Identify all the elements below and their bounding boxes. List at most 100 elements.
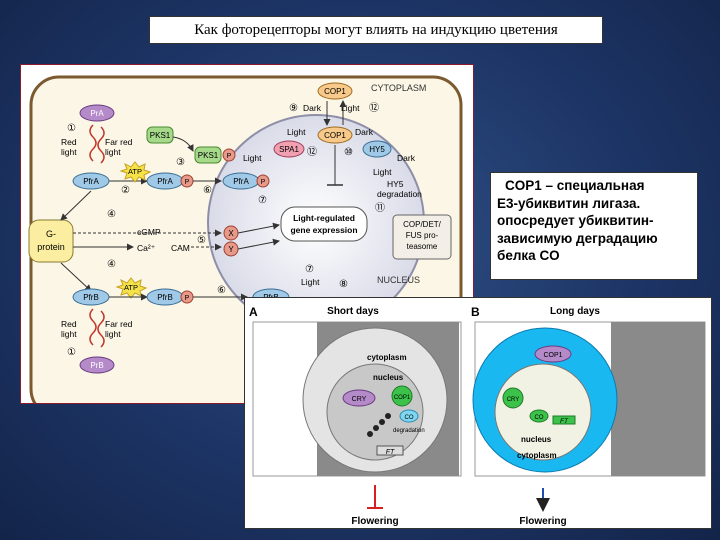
svg-text:Red: Red: [61, 319, 77, 329]
svg-text:PrB: PrB: [90, 361, 103, 370]
co-short: [399, 409, 419, 423]
svg-text:HY5: HY5: [369, 145, 385, 154]
svg-text:light: light: [105, 147, 121, 157]
svg-text:CRY: CRY: [352, 396, 367, 403]
svg-text:PKS1: PKS1: [150, 131, 171, 140]
svg-text:⑨: ⑨: [289, 103, 298, 114]
svg-text:Light: Light: [373, 167, 392, 177]
svg-text:PfrA: PfrA: [83, 177, 99, 186]
svg-text:cytoplasm: cytoplasm: [367, 353, 407, 362]
hy5-node: [362, 140, 392, 158]
svg-text:①: ①: [67, 347, 76, 358]
svg-text:CAM: CAM: [171, 243, 190, 253]
prb-node: [79, 356, 115, 374]
cop1-note: COP1 – специальная Е3-убиквитин лигаза. …: [490, 172, 698, 280]
svg-text:cytoplasm: cytoplasm: [517, 451, 557, 460]
svg-text:light: light: [105, 329, 121, 339]
svg-text:Dark: Dark: [397, 153, 416, 163]
co-long: [529, 409, 549, 423]
cop1-long: [534, 345, 572, 363]
svg-text:ATP: ATP: [128, 167, 142, 176]
svg-text:⑦: ⑦: [258, 195, 267, 206]
svg-text:Ca²⁺: Ca²⁺: [137, 243, 156, 253]
atp-burst-a: [119, 161, 152, 183]
svg-text:COP1: COP1: [324, 87, 346, 96]
svg-text:⑩: ⑩: [344, 147, 353, 158]
svg-text:Light: Light: [301, 277, 320, 287]
svg-text:COP1: COP1: [394, 395, 411, 401]
svg-text:X: X: [228, 229, 234, 238]
svg-text:⑧: ⑧: [339, 279, 348, 290]
svg-text:P: P: [261, 179, 266, 186]
svg-text:degradation: degradation: [377, 189, 422, 199]
svg-text:FUS pro-: FUS pro-: [406, 231, 439, 240]
day-length-diagram: A Short days cytoplasm nucleus CRY COP1 …: [244, 297, 712, 529]
svg-text:⑫: ⑫: [369, 102, 379, 114]
gene-expression-box: [280, 206, 368, 242]
slide-title: Как фоторецепторы могут влиять на индукц…: [149, 16, 603, 44]
svg-text:COP/DET/: COP/DET/: [403, 220, 442, 229]
svg-text:light: light: [61, 329, 77, 339]
svg-text:CO: CO: [405, 415, 414, 421]
svg-text:P: P: [185, 295, 190, 302]
svg-text:Red: Red: [61, 137, 77, 147]
svg-text:G-: G-: [46, 229, 56, 239]
svg-text:teasome: teasome: [407, 242, 438, 251]
svg-text:light: light: [61, 147, 77, 157]
svg-text:②: ②: [121, 185, 130, 196]
cry-long: [502, 387, 524, 409]
svg-text:Y: Y: [228, 245, 234, 254]
cytoplasm-label: CYTOPLASM: [371, 83, 426, 93]
svg-text:gene expression: gene expression: [290, 225, 357, 235]
svg-text:cGMP: cGMP: [137, 227, 161, 237]
svg-text:④: ④: [107, 209, 116, 220]
svg-text:Light-regulated: Light-regulated: [293, 213, 355, 223]
svg-text:⑦: ⑦: [305, 264, 314, 275]
svg-text:⑫: ⑫: [307, 146, 317, 158]
svg-text:HY5: HY5: [387, 179, 404, 189]
svg-text:P: P: [185, 179, 190, 186]
svg-text:PKS1: PKS1: [198, 151, 219, 160]
photoreceptor-pathway-diagram: CYTOPLASM NUCLEUS G- protein PrA ① Red l…: [20, 64, 474, 404]
flowering-a: Flowering: [351, 516, 398, 527]
cop1-nucleus-node: [317, 126, 353, 144]
svg-text:④: ④: [107, 259, 116, 270]
cop1-cytoplasm-node: [317, 82, 353, 100]
spa1-node: [273, 140, 305, 158]
svg-text:protein: protein: [37, 242, 65, 252]
pra-node: [79, 104, 115, 122]
svg-text:PfrA: PfrA: [157, 177, 173, 186]
long-days-label: Long days: [550, 306, 600, 317]
svg-text:COP1: COP1: [543, 352, 562, 359]
svg-text:③: ③: [176, 157, 185, 168]
svg-text:PfrB: PfrB: [157, 293, 173, 302]
svg-text:⑥: ⑥: [217, 285, 226, 296]
red-light-arrow-a: [89, 124, 97, 162]
proteasome-box: [392, 214, 452, 260]
pks1-node: [146, 126, 174, 144]
svg-text:⑤: ⑤: [197, 235, 206, 246]
svg-text:ATP: ATP: [124, 283, 138, 292]
svg-text:P: P: [227, 153, 232, 160]
svg-text:Light: Light: [243, 153, 262, 163]
cop1-short: [391, 385, 413, 407]
svg-text:degradation: degradation: [393, 428, 425, 434]
svg-text:Far red: Far red: [105, 137, 133, 147]
svg-text:PfrB: PfrB: [83, 293, 99, 302]
svg-text:Far red: Far red: [105, 319, 133, 329]
cry-short: [342, 389, 376, 407]
nucleus-label: NUCLEUS: [377, 275, 420, 285]
svg-text:FT: FT: [386, 449, 395, 456]
svg-text:CRY: CRY: [507, 397, 520, 403]
panel-a-label: A: [249, 305, 258, 319]
svg-text:Light: Light: [341, 103, 360, 113]
svg-text:①: ①: [67, 123, 76, 134]
g-protein: [28, 219, 74, 263]
svg-text:SPA1: SPA1: [279, 145, 299, 154]
svg-text:⑪: ⑪: [375, 202, 385, 214]
atp-burst-b: [115, 277, 148, 299]
svg-text:Dark: Dark: [355, 127, 374, 137]
short-days-label: Short days: [327, 306, 379, 317]
svg-text:Light: Light: [287, 127, 306, 137]
svg-text:FT: FT: [560, 418, 569, 425]
